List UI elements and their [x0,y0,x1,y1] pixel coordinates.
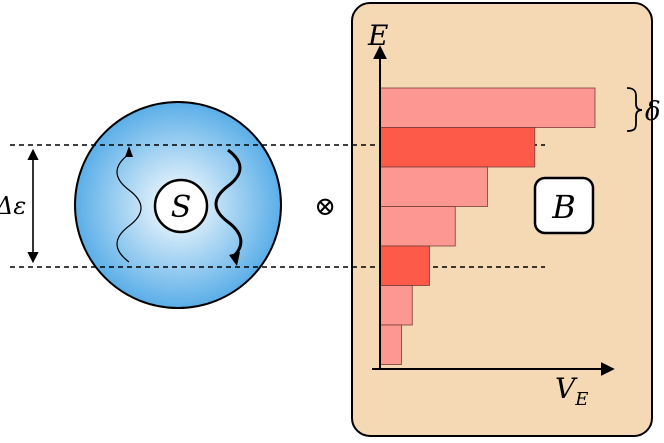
energy-level-bar [379,87,596,128]
level-spacing-label: δ [645,97,661,127]
volume-axis-label: VE [555,372,588,410]
energy-level-bar [379,324,402,365]
energy-level-bar [379,285,413,326]
emission-wavy-arrow [214,148,243,258]
volume-axis-subscript: E [574,389,588,410]
energy-level-bar [379,127,536,168]
emission-arrow-head [229,252,240,266]
energy-level-bar [379,166,488,207]
absorption-arrow-head [125,146,133,157]
bath-label-box [533,176,595,235]
tensor-product-symbol: ⊗ [314,192,336,222]
energy-level-bar [379,245,430,286]
absorption-wavy-arrow [116,153,142,263]
energy-level-bar [379,206,456,247]
energy-gap-label: Δε [0,192,26,220]
energy-level-bars [379,87,596,365]
system-label-circle [153,178,209,234]
energy-axis-label: E [367,19,388,52]
bath-label: B [551,188,576,226]
system-label: S [171,190,192,225]
level-spacing-brace [626,87,643,132]
